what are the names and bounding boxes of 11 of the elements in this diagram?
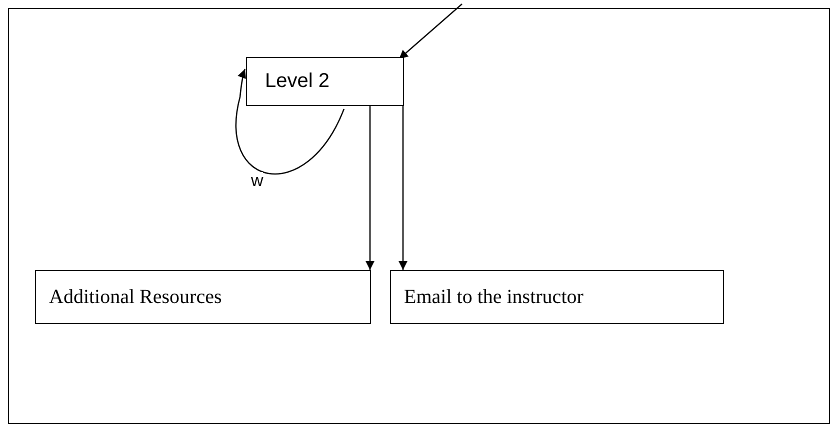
arrow	[366, 106, 374, 270]
box-label: Additional Resources	[49, 286, 222, 308]
arrow	[398, 4, 462, 60]
edge-label: w	[251, 172, 264, 189]
process-box	[35, 270, 371, 324]
box-label: Level 2	[265, 70, 330, 93]
arrow	[236, 68, 345, 174]
process-box	[246, 57, 404, 106]
box-label: Email to the instructor	[404, 286, 584, 308]
arrow	[398, 106, 408, 270]
process-box	[390, 270, 724, 324]
